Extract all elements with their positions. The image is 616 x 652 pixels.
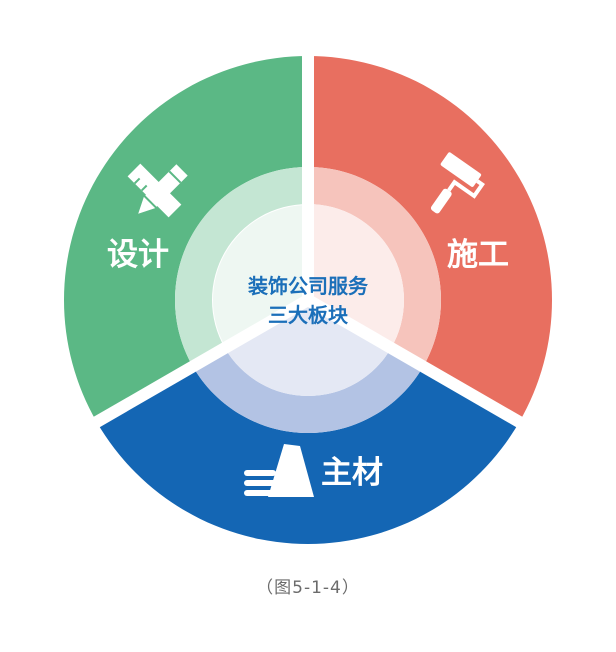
design-segment — [64, 56, 309, 422]
materials-label: 主材 — [321, 455, 383, 491]
paint-roller-icon — [430, 152, 485, 214]
construction-inner-ring — [308, 167, 441, 367]
materials-inner-ring — [192, 348, 424, 433]
figure-caption: （图5-1-4） — [256, 578, 360, 598]
design-label: 设计 — [107, 237, 169, 273]
construction-label: 施工 — [447, 237, 509, 273]
segment-dividers — [90, 52, 526, 430]
materials-segment — [96, 366, 520, 544]
design-inner-ring — [175, 167, 308, 367]
center-title-line1: 装饰公司服务 — [247, 274, 369, 298]
construction-segment — [308, 56, 552, 422]
center-title-line2: 三大板块 — [268, 303, 349, 327]
thumbs-up-icon — [244, 444, 314, 497]
divider-gap-2 — [304, 294, 526, 430]
services-ring-diagram: 设计 施工 主材 装饰公司服务 三大板块 — [64, 52, 552, 544]
divider-gap-3 — [90, 294, 312, 430]
pencil-icon — [138, 164, 188, 214]
